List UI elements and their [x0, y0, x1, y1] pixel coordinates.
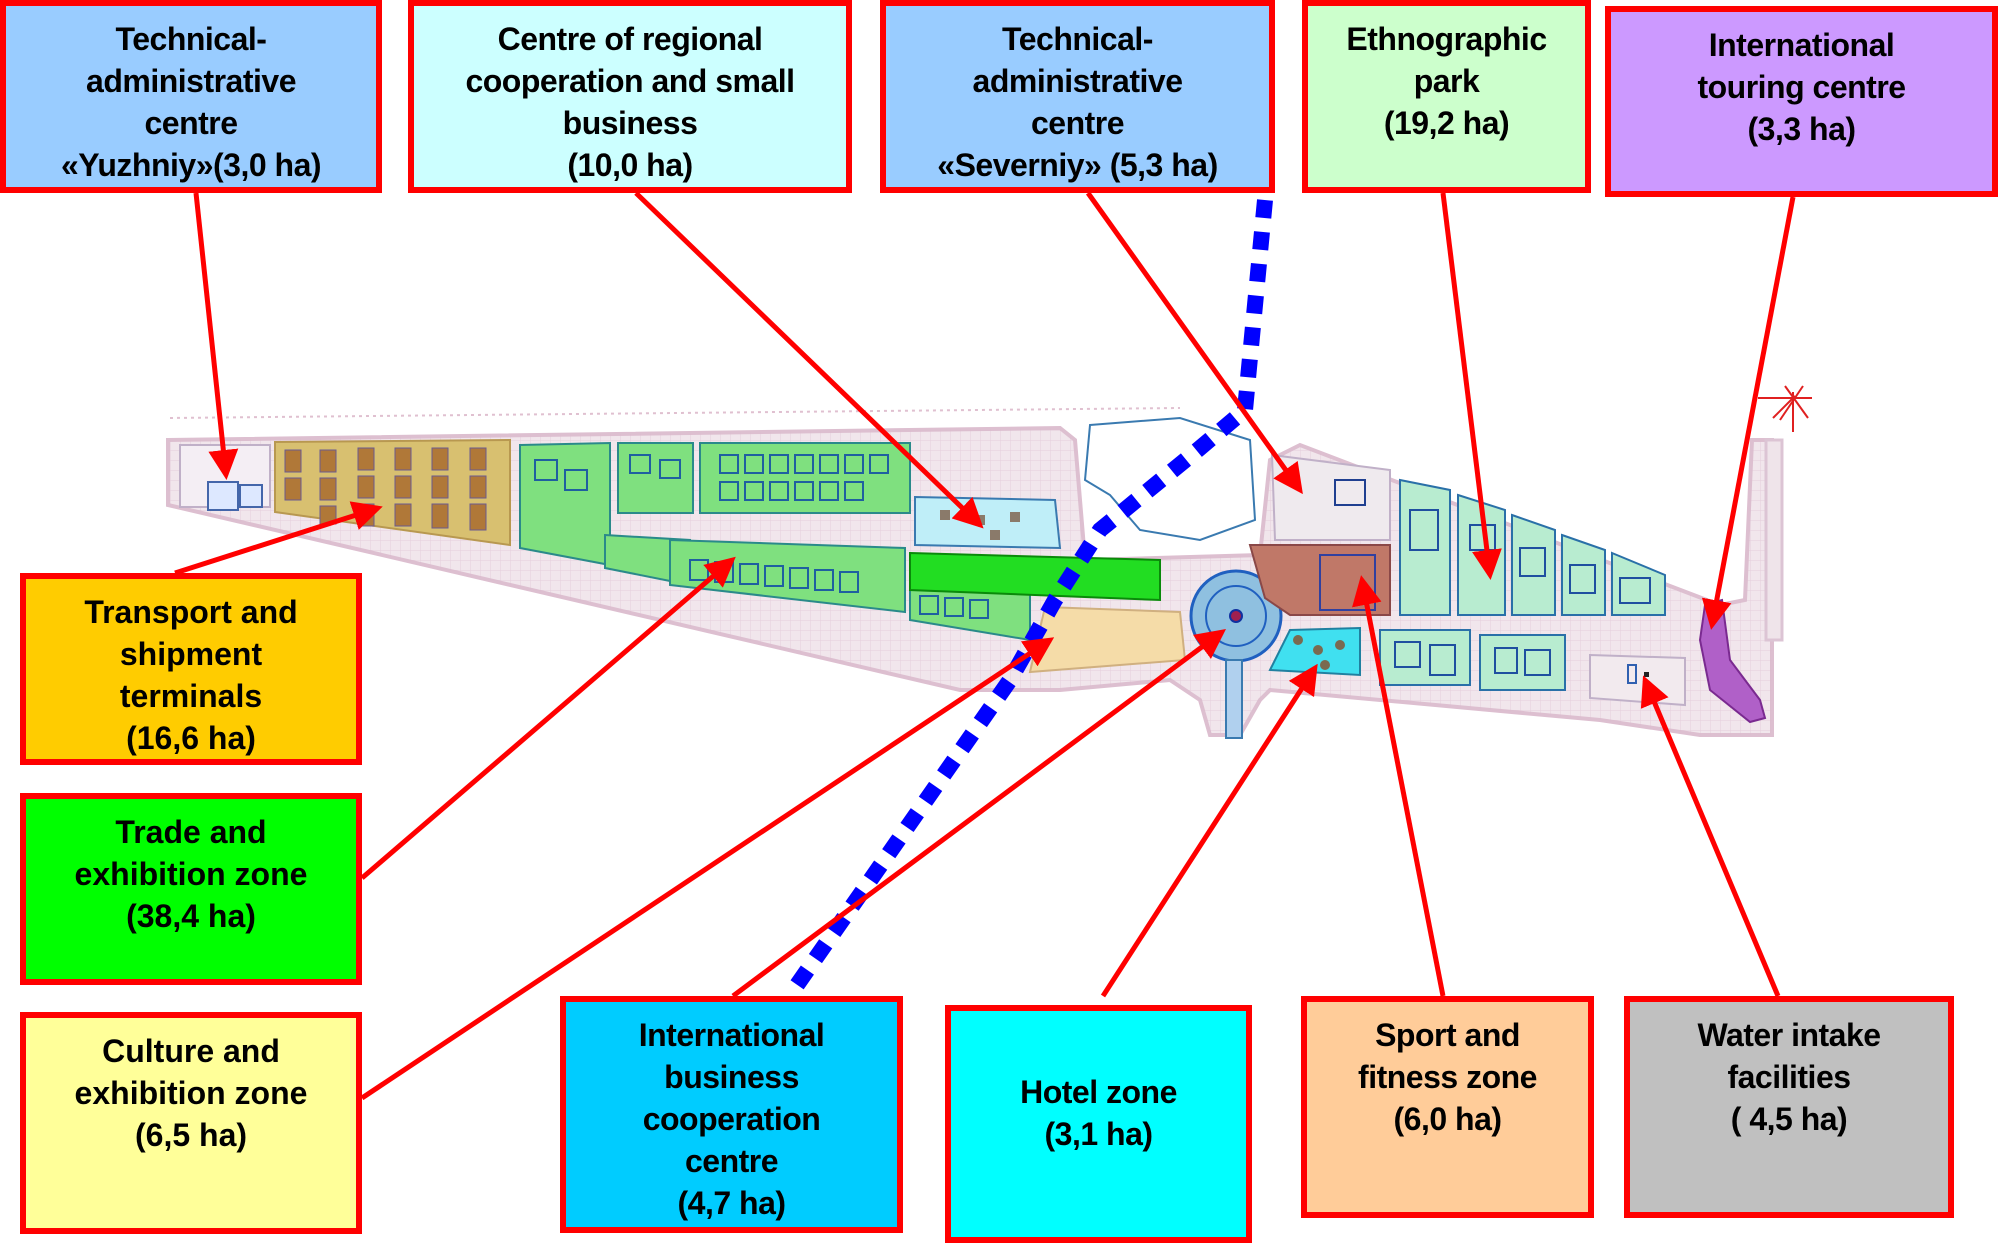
zone-water-plan [1589, 653, 1686, 707]
label-hotel-zone: Hotel zone (3,1 ha) [945, 1005, 1252, 1243]
label-text: facilities [1727, 1059, 1851, 1095]
label-yuzhniy-centre: Technical- administrative centre «Yuzhni… [0, 0, 382, 193]
label-text: Culture and [102, 1033, 280, 1069]
label-transport-terminals: Transport and shipment terminals (16,6 h… [20, 573, 362, 765]
arrow-transport [174, 501, 383, 576]
water-buildings [1627, 664, 1649, 684]
label-area: ( 4,5 ha) [1730, 1101, 1848, 1137]
label-culture-exhibition: Culture and exhibition zone (6,5 ha) [20, 1012, 362, 1234]
label-text: administrative [972, 63, 1183, 99]
label-area: (6,0 ha) [1393, 1101, 1502, 1137]
label-area: (10,0 ha) [567, 147, 693, 183]
boundary-dashed-line [783, 199, 1273, 1000]
hotel-buildings [1293, 635, 1345, 670]
label-area: (3,3 ha) [1747, 111, 1856, 147]
label-text: Trade and [115, 814, 267, 850]
label-area: (4,7 ha) [677, 1185, 786, 1221]
zone-transport-plan [274, 438, 511, 547]
label-text: cooperation [642, 1101, 821, 1137]
label-area: «Yuzhniy»(3,0 ha) [60, 147, 322, 183]
label-water-intake: Water intake facilities ( 4,5 ha) [1624, 996, 1954, 1218]
label-text: park [1413, 63, 1480, 99]
pier [1764, 438, 1784, 642]
arrow-yuzhniy [193, 192, 239, 480]
zone-regional-plan [914, 495, 1062, 550]
leader-arrows [174, 191, 1796, 1101]
label-area: (16,6 ha) [126, 720, 256, 756]
label-area: «Severniy» (5,3 ha) [937, 147, 1218, 183]
label-text: business [562, 105, 698, 141]
label-text: Ethnographic [1346, 21, 1547, 57]
trade-building-outlines [534, 454, 989, 619]
label-regional-centre: Centre of regional cooperation and small… [408, 0, 852, 193]
wind-rose-icon [1758, 385, 1812, 432]
label-text: cooperation and small [465, 63, 795, 99]
arrow-hotel [1100, 663, 1318, 998]
label-trade-exhibition: Trade and exhibition zone (38,4 ha) [20, 793, 362, 985]
label-text: Centre of regional [497, 21, 763, 57]
label-sport-fitness: Sport and fitness zone (6,0 ha) [1301, 996, 1594, 1218]
label-text: International [638, 1017, 825, 1053]
label-text: business [664, 1059, 799, 1095]
ethnographic-building-outlines [1394, 509, 1651, 676]
label-text: Sport and [1375, 1017, 1520, 1053]
label-text: Hotel zone [1020, 1074, 1177, 1110]
arrow-trade [360, 556, 736, 880]
arrow-water [1640, 675, 1781, 997]
severniy-building [1334, 479, 1366, 506]
label-text: centre [684, 1143, 779, 1179]
label-text: touring centre [1697, 69, 1906, 105]
label-text: terminals [119, 678, 263, 714]
label-text: exhibition zone [74, 856, 308, 892]
label-severniy-centre: Technical- administrative centre «Severn… [880, 0, 1275, 193]
label-text: International [1708, 27, 1895, 63]
arrow-severniy [1085, 191, 1303, 495]
label-business-cooperation: International business cooperation centr… [560, 996, 903, 1233]
label-touring-centre: International touring centre (3,3 ha) [1605, 6, 1998, 197]
label-text: shipment [119, 636, 263, 672]
zone-severniy-plan [1270, 453, 1391, 541]
label-area: (19,2 ha) [1383, 105, 1510, 141]
arrow-regional [634, 191, 984, 529]
label-text: Water intake [1697, 1017, 1881, 1053]
label-text: Transport and [84, 594, 298, 630]
arrow-sport [1352, 575, 1446, 997]
site-boundary-dotted [169, 407, 1181, 419]
label-text: administrative [86, 63, 296, 99]
label-text: fitness zone [1358, 1059, 1537, 1095]
label-area: (6,5 ha) [134, 1117, 248, 1153]
green-strip [909, 551, 1161, 602]
label-text: Technical- [1002, 21, 1153, 57]
label-area: (3,1 ha) [1044, 1116, 1153, 1152]
label-area: (38,4 ha) [126, 898, 256, 934]
arrow-culture [360, 637, 1055, 1101]
label-text: Technical- [115, 21, 267, 57]
label-ethnographic-park: Ethnographic park (19,2 ha) [1302, 0, 1591, 193]
label-text: exhibition zone [74, 1075, 308, 1111]
arrow-touring [1701, 196, 1796, 630]
arrow-business [731, 629, 1227, 999]
label-text: centre [1030, 105, 1125, 141]
arrow-ethnographic [1440, 192, 1502, 580]
label-text: centre [144, 105, 238, 141]
